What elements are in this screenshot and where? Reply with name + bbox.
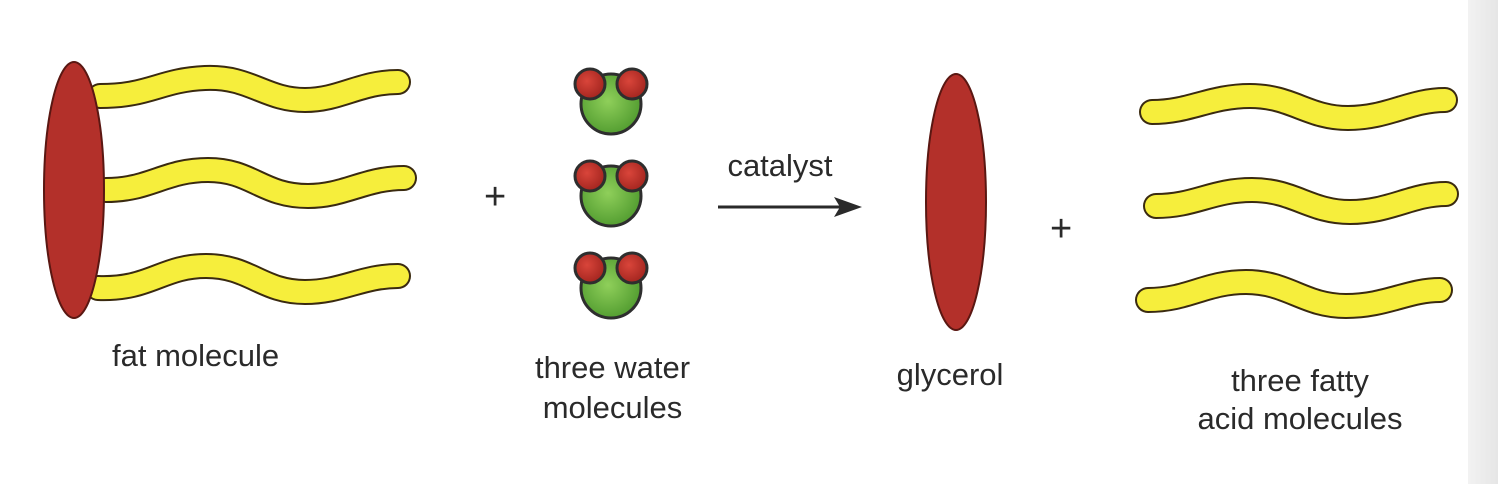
glycerol-label: glycerol [896, 357, 1004, 392]
water-molecule-1 [573, 67, 649, 136]
fatty-acid-2 [1143, 176, 1459, 226]
fat-glycerol-head [43, 61, 105, 319]
fat-molecule [43, 61, 417, 319]
catalyst-label: catalyst [727, 148, 833, 183]
glycerol-molecule [925, 73, 987, 331]
fat-molecule-label: fat molecule [112, 338, 280, 373]
fatty-acid-3 [1135, 268, 1453, 320]
water-molecule-2 [573, 159, 649, 228]
plus-sign-2: + [1050, 208, 1073, 250]
water-label-line2: molecules [542, 390, 683, 425]
fat-tail-2 [93, 156, 417, 210]
reaction-arrow [718, 197, 862, 217]
fatty-acid-1 [1139, 82, 1458, 132]
fat-tail-3 [85, 252, 411, 306]
water-molecule-3 [573, 251, 649, 320]
fatty-acid-label-line2: acid molecules [1197, 401, 1403, 436]
page-edge [1468, 0, 1498, 484]
plus-sign-1: + [484, 176, 507, 218]
fat-tail-1 [87, 64, 411, 114]
water-label-line1: three water [534, 350, 691, 385]
fatty-acid-label-line1: three fatty [1231, 363, 1369, 398]
